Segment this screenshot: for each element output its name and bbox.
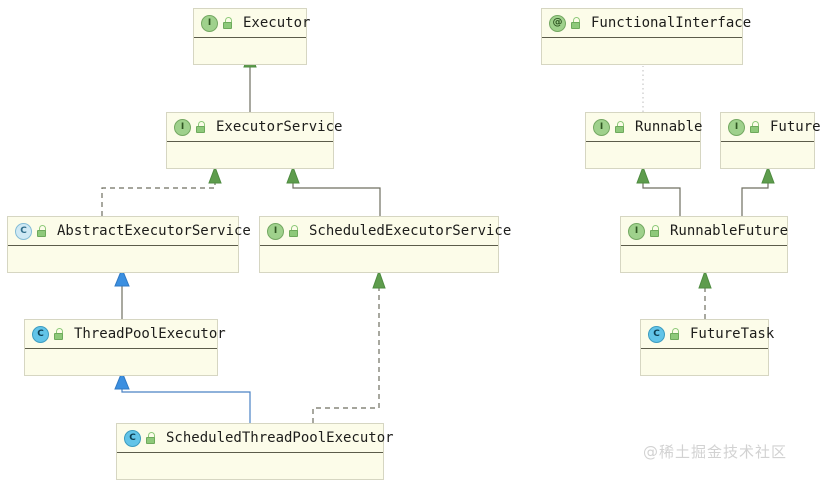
- uml-node-functional-interface[interactable]: @ FunctionalInterface: [541, 8, 751, 65]
- padlock-icon: [53, 328, 64, 340]
- uml-node-name: FutureTask: [690, 326, 775, 342]
- interface-icon: I: [174, 118, 191, 136]
- uml-node-name: FunctionalInterface: [591, 15, 752, 31]
- uml-node-executor[interactable]: I Executor: [193, 8, 310, 65]
- uml-node-scheduled-executor-service[interactable]: I ScheduledExecutorService: [259, 216, 511, 273]
- class-icon: C: [648, 325, 665, 343]
- uml-node-future-task[interactable]: C FutureTask: [640, 319, 774, 376]
- edge-futuretask-to-runnablefuture: [698, 269, 712, 319]
- interface-icon: I: [267, 222, 284, 240]
- padlock-icon: [145, 432, 156, 444]
- padlock-icon: [288, 225, 299, 237]
- uml-node-members: [586, 142, 700, 168]
- uml-node-members: [621, 246, 787, 272]
- padlock-icon: [614, 121, 625, 133]
- uml-node-members: [117, 453, 383, 479]
- uml-node-members: [542, 38, 742, 64]
- watermark-text: @稀土掘金技术社区: [643, 443, 788, 461]
- padlock-icon: [195, 121, 206, 133]
- uml-node-header: C FutureTask: [641, 320, 774, 349]
- uml-node-members: [721, 142, 814, 168]
- uml-node-header: I ScheduledExecutorService: [260, 217, 511, 246]
- interface-icon: I: [201, 14, 218, 32]
- edge-scheduledexecutorservice-to-executorservice: [286, 165, 381, 216]
- uml-node-abstract-executor-service[interactable]: C AbstractExecutorService: [7, 216, 251, 273]
- uml-node-members: [25, 349, 217, 375]
- uml-node-header: I Runnable: [586, 113, 703, 142]
- uml-node-members: [260, 246, 498, 272]
- uml-node-name: AbstractExecutorService: [57, 223, 251, 239]
- uml-node-name: RunnableFuture: [670, 223, 789, 239]
- class-icon: C: [32, 325, 49, 343]
- padlock-icon: [36, 225, 47, 237]
- uml-node-members: [641, 349, 768, 375]
- interface-icon: I: [628, 222, 645, 240]
- edge-runnablefuture-to-runnable: [636, 165, 681, 216]
- uml-node-header: I RunnableFuture: [621, 217, 789, 246]
- uml-node-header: I Executor: [194, 9, 310, 38]
- uml-node-header: C ScheduledThreadPoolExecutor: [117, 424, 394, 453]
- uml-node-name: Executor: [243, 15, 311, 31]
- uml-node-scheduled-thread-pool-executor[interactable]: C ScheduledThreadPoolExecutor: [116, 423, 394, 480]
- abstract-class-icon: C: [15, 222, 32, 240]
- uml-node-header: C ThreadPoolExecutor: [25, 320, 226, 349]
- uml-node-header: @ FunctionalInterface: [542, 9, 751, 38]
- interface-icon: I: [728, 118, 745, 136]
- edge-abstractexecutorservice-to-executorservice: [101, 165, 222, 216]
- uml-node-members: [167, 142, 333, 168]
- uml-node-header: I Future: [721, 113, 821, 142]
- uml-node-name: ScheduledExecutorService: [309, 223, 512, 239]
- interface-icon: I: [593, 118, 610, 136]
- padlock-icon: [749, 121, 760, 133]
- uml-node-header: I ExecutorService: [167, 113, 342, 142]
- annotation-icon: @: [549, 14, 566, 32]
- uml-node-name: ThreadPoolExecutor: [74, 326, 226, 342]
- edge-runnablefuture-to-future: [741, 165, 775, 216]
- uml-node-runnable[interactable]: I Runnable: [585, 112, 703, 169]
- uml-node-name: ScheduledThreadPoolExecutor: [166, 430, 394, 446]
- uml-node-members: [8, 246, 238, 272]
- uml-node-executor-service[interactable]: I ExecutorService: [166, 112, 342, 169]
- padlock-icon: [222, 17, 233, 29]
- uml-node-runnable-future[interactable]: I RunnableFuture: [620, 216, 788, 273]
- uml-node-members: [194, 38, 306, 64]
- uml-node-name: Future: [770, 119, 821, 135]
- uml-node-name: Runnable: [635, 119, 703, 135]
- uml-node-header: C AbstractExecutorService: [8, 217, 251, 246]
- uml-node-name: ExecutorService: [216, 119, 343, 135]
- edge-scheduledthreadpoolexecutor-to-threadpoolexecutor: [114, 370, 251, 423]
- padlock-icon: [649, 225, 660, 237]
- uml-node-future[interactable]: I Future: [720, 112, 821, 169]
- edge-threadpoolexecutor-to-abstractexecutorservice: [114, 267, 130, 319]
- edge-scheduledthreadpoolexecutor-to-scheduledexecutorservice: [312, 269, 386, 423]
- class-icon: C: [124, 429, 141, 447]
- uml-node-thread-pool-executor[interactable]: C ThreadPoolExecutor: [24, 319, 226, 376]
- padlock-icon: [570, 17, 581, 29]
- padlock-icon: [669, 328, 680, 340]
